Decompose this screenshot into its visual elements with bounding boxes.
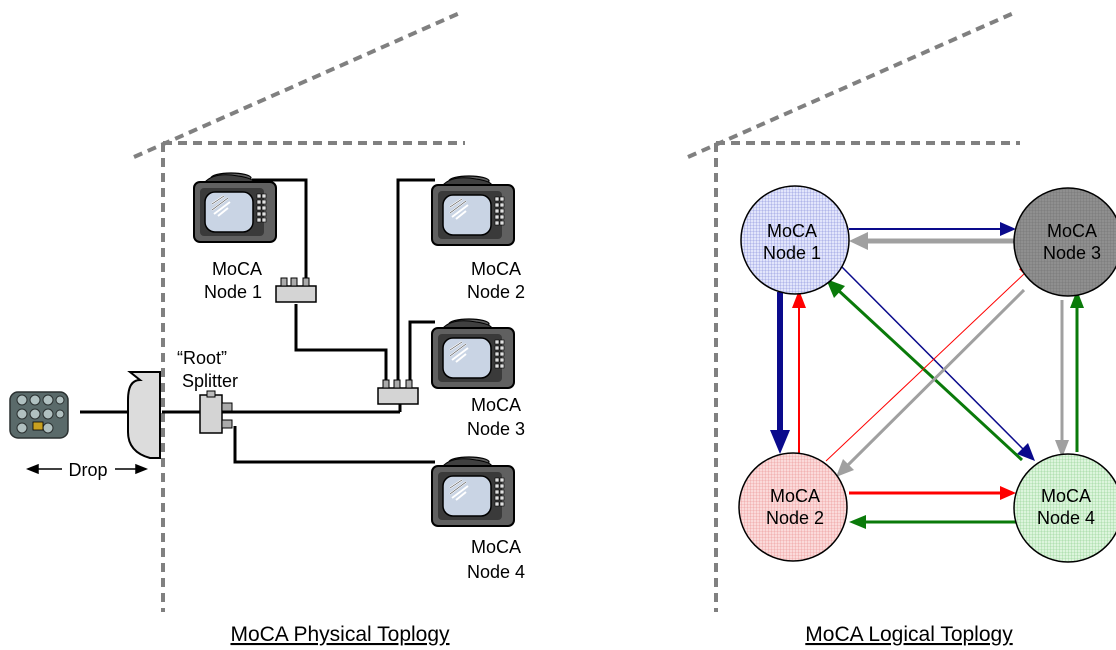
drop-label: Drop	[68, 460, 107, 480]
logical-node3-line1: MoCA	[1047, 221, 1097, 241]
phys-node3-line1: MoCA	[471, 395, 521, 415]
root-splitter-label-line1: “Root”	[177, 348, 227, 368]
house-outline	[133, 10, 465, 612]
physical-topology-title: MoCA Physical Toplogy	[230, 623, 450, 646]
phys-node2-line2: Node 2	[467, 282, 525, 302]
logical-node-3: MoCA Node 3	[1013, 187, 1116, 297]
tv-node3-icon	[431, 318, 515, 389]
logical-node-2: MoCA Node 2	[738, 452, 848, 562]
phys-node3-line2: Node 3	[467, 419, 525, 439]
tv-node4-icon	[431, 456, 515, 527]
splitter-main-icon	[377, 379, 419, 405]
phys-node2-line1: MoCA	[471, 259, 521, 279]
logical-node3-line2: Node 3	[1043, 243, 1101, 263]
physical-topology: Drop “Root” Splitter MoC	[9, 10, 525, 646]
logical-node-1: MoCA Node 1	[740, 185, 850, 295]
house-outline-logical	[687, 10, 1020, 612]
phys-node1-line2: Node 1	[204, 282, 262, 302]
logical-node4-line2: Node 4	[1037, 508, 1095, 528]
tv-node1-icon	[193, 172, 277, 243]
logical-links	[770, 222, 1084, 529]
phys-node4-line2: Node 4	[467, 562, 525, 582]
logical-node1-line2: Node 1	[763, 243, 821, 263]
wall-entry-box-icon	[127, 371, 161, 459]
logical-topology: MoCA Node 1 MoCA Node 3 MoCA Node 2 MoCA…	[687, 10, 1116, 646]
tv-node2-icon	[431, 175, 515, 246]
splitter-node1-icon	[275, 277, 317, 303]
drop-arrow	[25, 463, 149, 475]
root-splitter-label-line2: Splitter	[182, 371, 238, 391]
logical-topology-title: MoCA Logical Toplogy	[805, 623, 1013, 646]
phys-node1-line1: MoCA	[212, 259, 262, 279]
logical-node2-line1: MoCA	[770, 486, 820, 506]
phys-node4-line1: MoCA	[471, 537, 521, 557]
logical-node2-line2: Node 2	[766, 508, 824, 528]
logical-node1-line1: MoCA	[767, 221, 817, 241]
logical-node-4: MoCA Node 4	[1013, 453, 1116, 563]
root-splitter-icon	[199, 390, 233, 434]
drop-block-icon	[9, 391, 69, 439]
logical-node4-line1: MoCA	[1041, 486, 1091, 506]
